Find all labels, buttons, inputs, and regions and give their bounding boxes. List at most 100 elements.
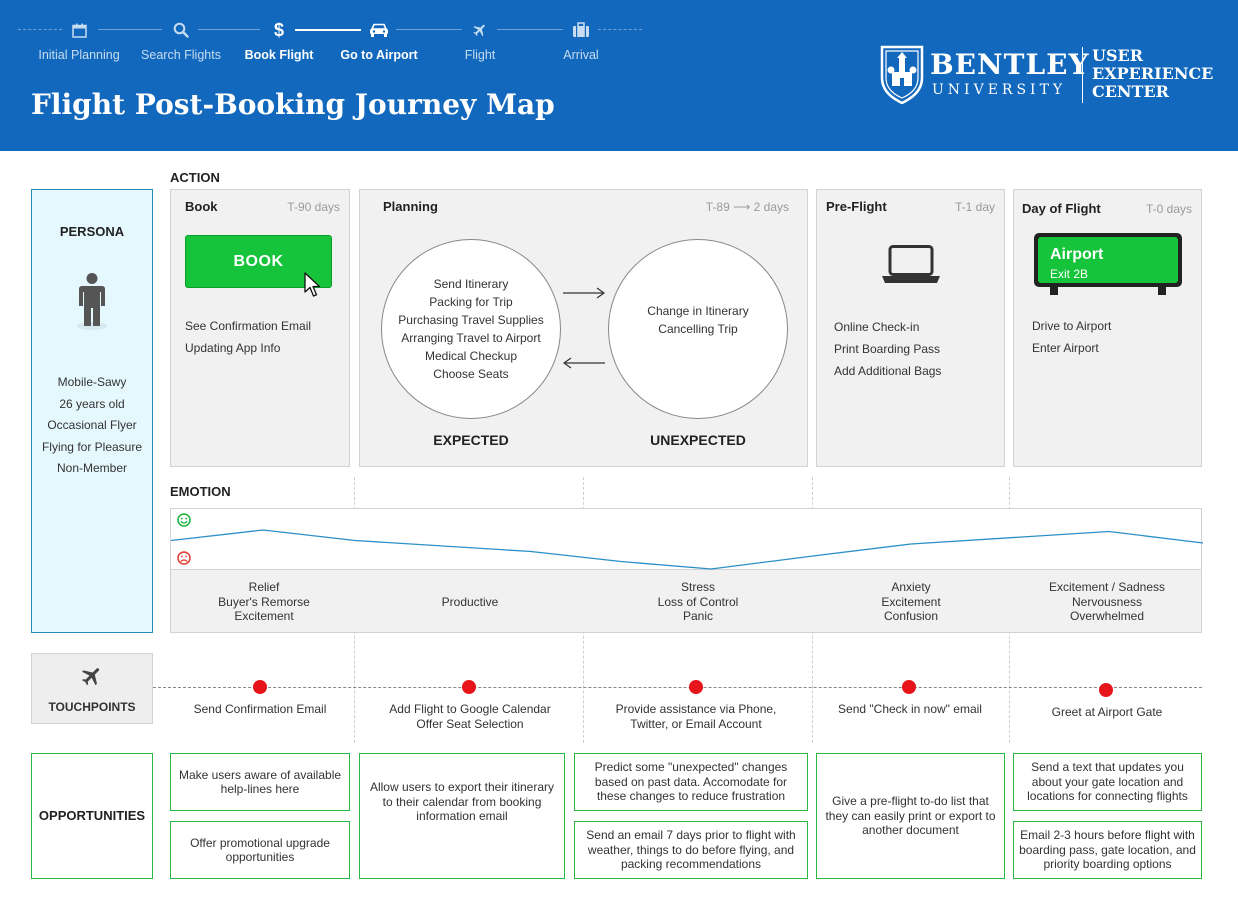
- unexpected-item: Cancelling Trip: [658, 322, 738, 336]
- search-icon: [171, 20, 191, 40]
- logo-center-line: USER: [1092, 46, 1143, 65]
- emotion-word: Loss of Control: [657, 594, 739, 609]
- laptop-icon: [882, 245, 940, 283]
- panel-title: Book: [185, 199, 218, 214]
- step-label: Book Flight: [244, 48, 314, 62]
- action-section-label: ACTION: [170, 170, 220, 185]
- touchpoint-line: Send Confirmation Email: [193, 702, 327, 716]
- opportunity-line: these changes to reduce frustration: [596, 789, 786, 804]
- header-banner: Initial Planning Search Flights $ Book F…: [0, 0, 1238, 151]
- emotion-word: Anxiety: [891, 580, 931, 594]
- emotion-word: Confusion: [883, 609, 939, 623]
- bentley-logo: BENTLEY UNIVERSITY USER EXPERIENCE CENTE…: [880, 44, 1214, 106]
- touchpoint-text: Greet at Airport Gate: [1052, 705, 1163, 720]
- touchpoint-line: Greet at Airport Gate: [1051, 705, 1163, 719]
- action-item: Drive to Airport: [1032, 319, 1112, 333]
- cycle-arrows-icon: [562, 287, 606, 369]
- opportunity-line: Email 2-3 hours before flight with: [1020, 828, 1195, 843]
- panel-time: T-0 days: [1145, 202, 1192, 216]
- progress-line: [396, 29, 462, 30]
- plane-icon: [470, 20, 490, 40]
- opportunity-line: Send a text that updates you: [1031, 760, 1184, 775]
- opportunity-line: based on past data. Accomodate for: [594, 774, 788, 789]
- touchpoint-text: Send Confirmation Email: [194, 702, 327, 717]
- emotion-segment-planning-expected: Productive: [442, 595, 499, 610]
- emotion-word: Excitement: [881, 594, 941, 609]
- opportunity-line: Allow users to export their itinerary: [369, 780, 555, 795]
- touchpoint-line: Send "Check in now" email: [838, 702, 982, 716]
- action-item: Enter Airport: [1032, 341, 1099, 355]
- persona-panel: PERSONA Mobile-Sawy 26 years old Occasio…: [31, 189, 153, 633]
- touchpoint-text: Provide assistance via Phone, Twitter, o…: [616, 702, 777, 731]
- progress-line: [198, 29, 260, 30]
- expected-item: Send Itinerary: [433, 277, 509, 291]
- step-label: Flight: [464, 48, 496, 62]
- person-icon: [77, 273, 107, 330]
- expected-item: Arranging Travel to Airport: [401, 331, 541, 345]
- unexpected-item: Change in Itinerary: [647, 304, 749, 318]
- action-item: Print Boarding Pass: [834, 342, 941, 356]
- touchpoint-marker: [462, 680, 476, 694]
- emotion-word: Excitement: [234, 609, 294, 623]
- expected-item: Choose Seats: [433, 367, 509, 381]
- touchpoint-marker: [1099, 683, 1113, 697]
- opportunities-box: OPPORTUNITIES: [31, 753, 153, 879]
- emotion-segment-planning-unexpected: Stress Loss of Control Panic: [658, 580, 739, 624]
- airport-sign: Airport Exit 2B: [1034, 233, 1182, 299]
- suitcase-icon: [571, 20, 591, 40]
- emotion-segment-book: Relief Buyer's Remorse Excitement: [218, 580, 310, 624]
- dayof-panel: Day of Flight T-0 days Airport Exit 2B D…: [1013, 189, 1202, 467]
- expected-item: Medical Checkup: [424, 349, 518, 363]
- step-label: Go to Airport: [340, 48, 418, 62]
- opportunities-label: OPPORTUNITIES: [38, 807, 146, 823]
- action-item: See Confirmation Email: [185, 319, 312, 333]
- persona-trait: Flying for Pleasure: [41, 439, 143, 454]
- emotion-word: Productive: [441, 595, 499, 609]
- dayof-items: Drive to Airport Enter Airport: [1032, 315, 1111, 359]
- opportunity-line: help-lines here: [220, 782, 300, 796]
- logo-divider: [1082, 47, 1083, 103]
- planning-panel: Planning T-89 ⟶ 2 days Send Itinerary Pa…: [359, 189, 808, 467]
- unexpected-label: UNEXPECTED: [650, 432, 746, 448]
- logo-sub: UNIVERSITY: [932, 82, 1067, 98]
- touchpoints-box: TOUCHPOINTS: [31, 653, 153, 724]
- expected-circle: Send Itinerary Packing for Trip Purchasi…: [381, 239, 561, 419]
- logo-center-line: EXPERIENCE: [1092, 64, 1214, 83]
- opportunity-line: opportunities: [225, 850, 295, 864]
- progress-line: [18, 29, 62, 30]
- emotion-word: Overwhelmed: [1069, 609, 1145, 623]
- action-item: Updating App Info: [185, 341, 281, 355]
- step-label: Search Flights: [141, 48, 221, 62]
- touchpoints-label: TOUCHPOINTS: [48, 700, 136, 714]
- progress-line-active: [295, 29, 361, 31]
- expected-item: Packing for Trip: [429, 295, 513, 309]
- opportunity-line: another document: [862, 823, 959, 838]
- calendar-icon: [69, 20, 89, 40]
- touchpoint-line: Add Flight to Google Calendar: [389, 702, 551, 716]
- emotion-curve-line: [170, 529, 1204, 570]
- step-label: Initial Planning: [38, 48, 120, 62]
- persona-title: PERSONA: [59, 224, 125, 239]
- progress-line: [598, 29, 642, 30]
- preflight-items: Online Check-in Print Boarding Pass Add …: [834, 316, 941, 382]
- emotion-word: Excitement / Sadness: [1048, 580, 1166, 594]
- panel-time: T-89 ⟶ 2 days: [705, 200, 789, 214]
- svg-text:$: $: [274, 20, 284, 40]
- emotion-word: Panic: [682, 609, 714, 623]
- car-icon: [369, 20, 389, 40]
- opportunity-line: they can easily print or export to: [825, 808, 996, 823]
- panel-title: Pre-Flight: [826, 199, 887, 214]
- unexpected-circle: Change in Itinerary Cancelling Trip: [608, 239, 788, 419]
- persona-trait: Mobile-Sawy: [57, 375, 127, 389]
- touchpoint-text: Send "Check in now" email: [838, 702, 982, 717]
- emotion-word: Buyer's Remorse: [218, 594, 310, 609]
- opportunity-line: to their calendar from booking: [382, 794, 542, 809]
- panel-time: T-90 days: [287, 200, 340, 214]
- emotion-word: Relief: [248, 580, 280, 594]
- plane-icon: [82, 668, 100, 686]
